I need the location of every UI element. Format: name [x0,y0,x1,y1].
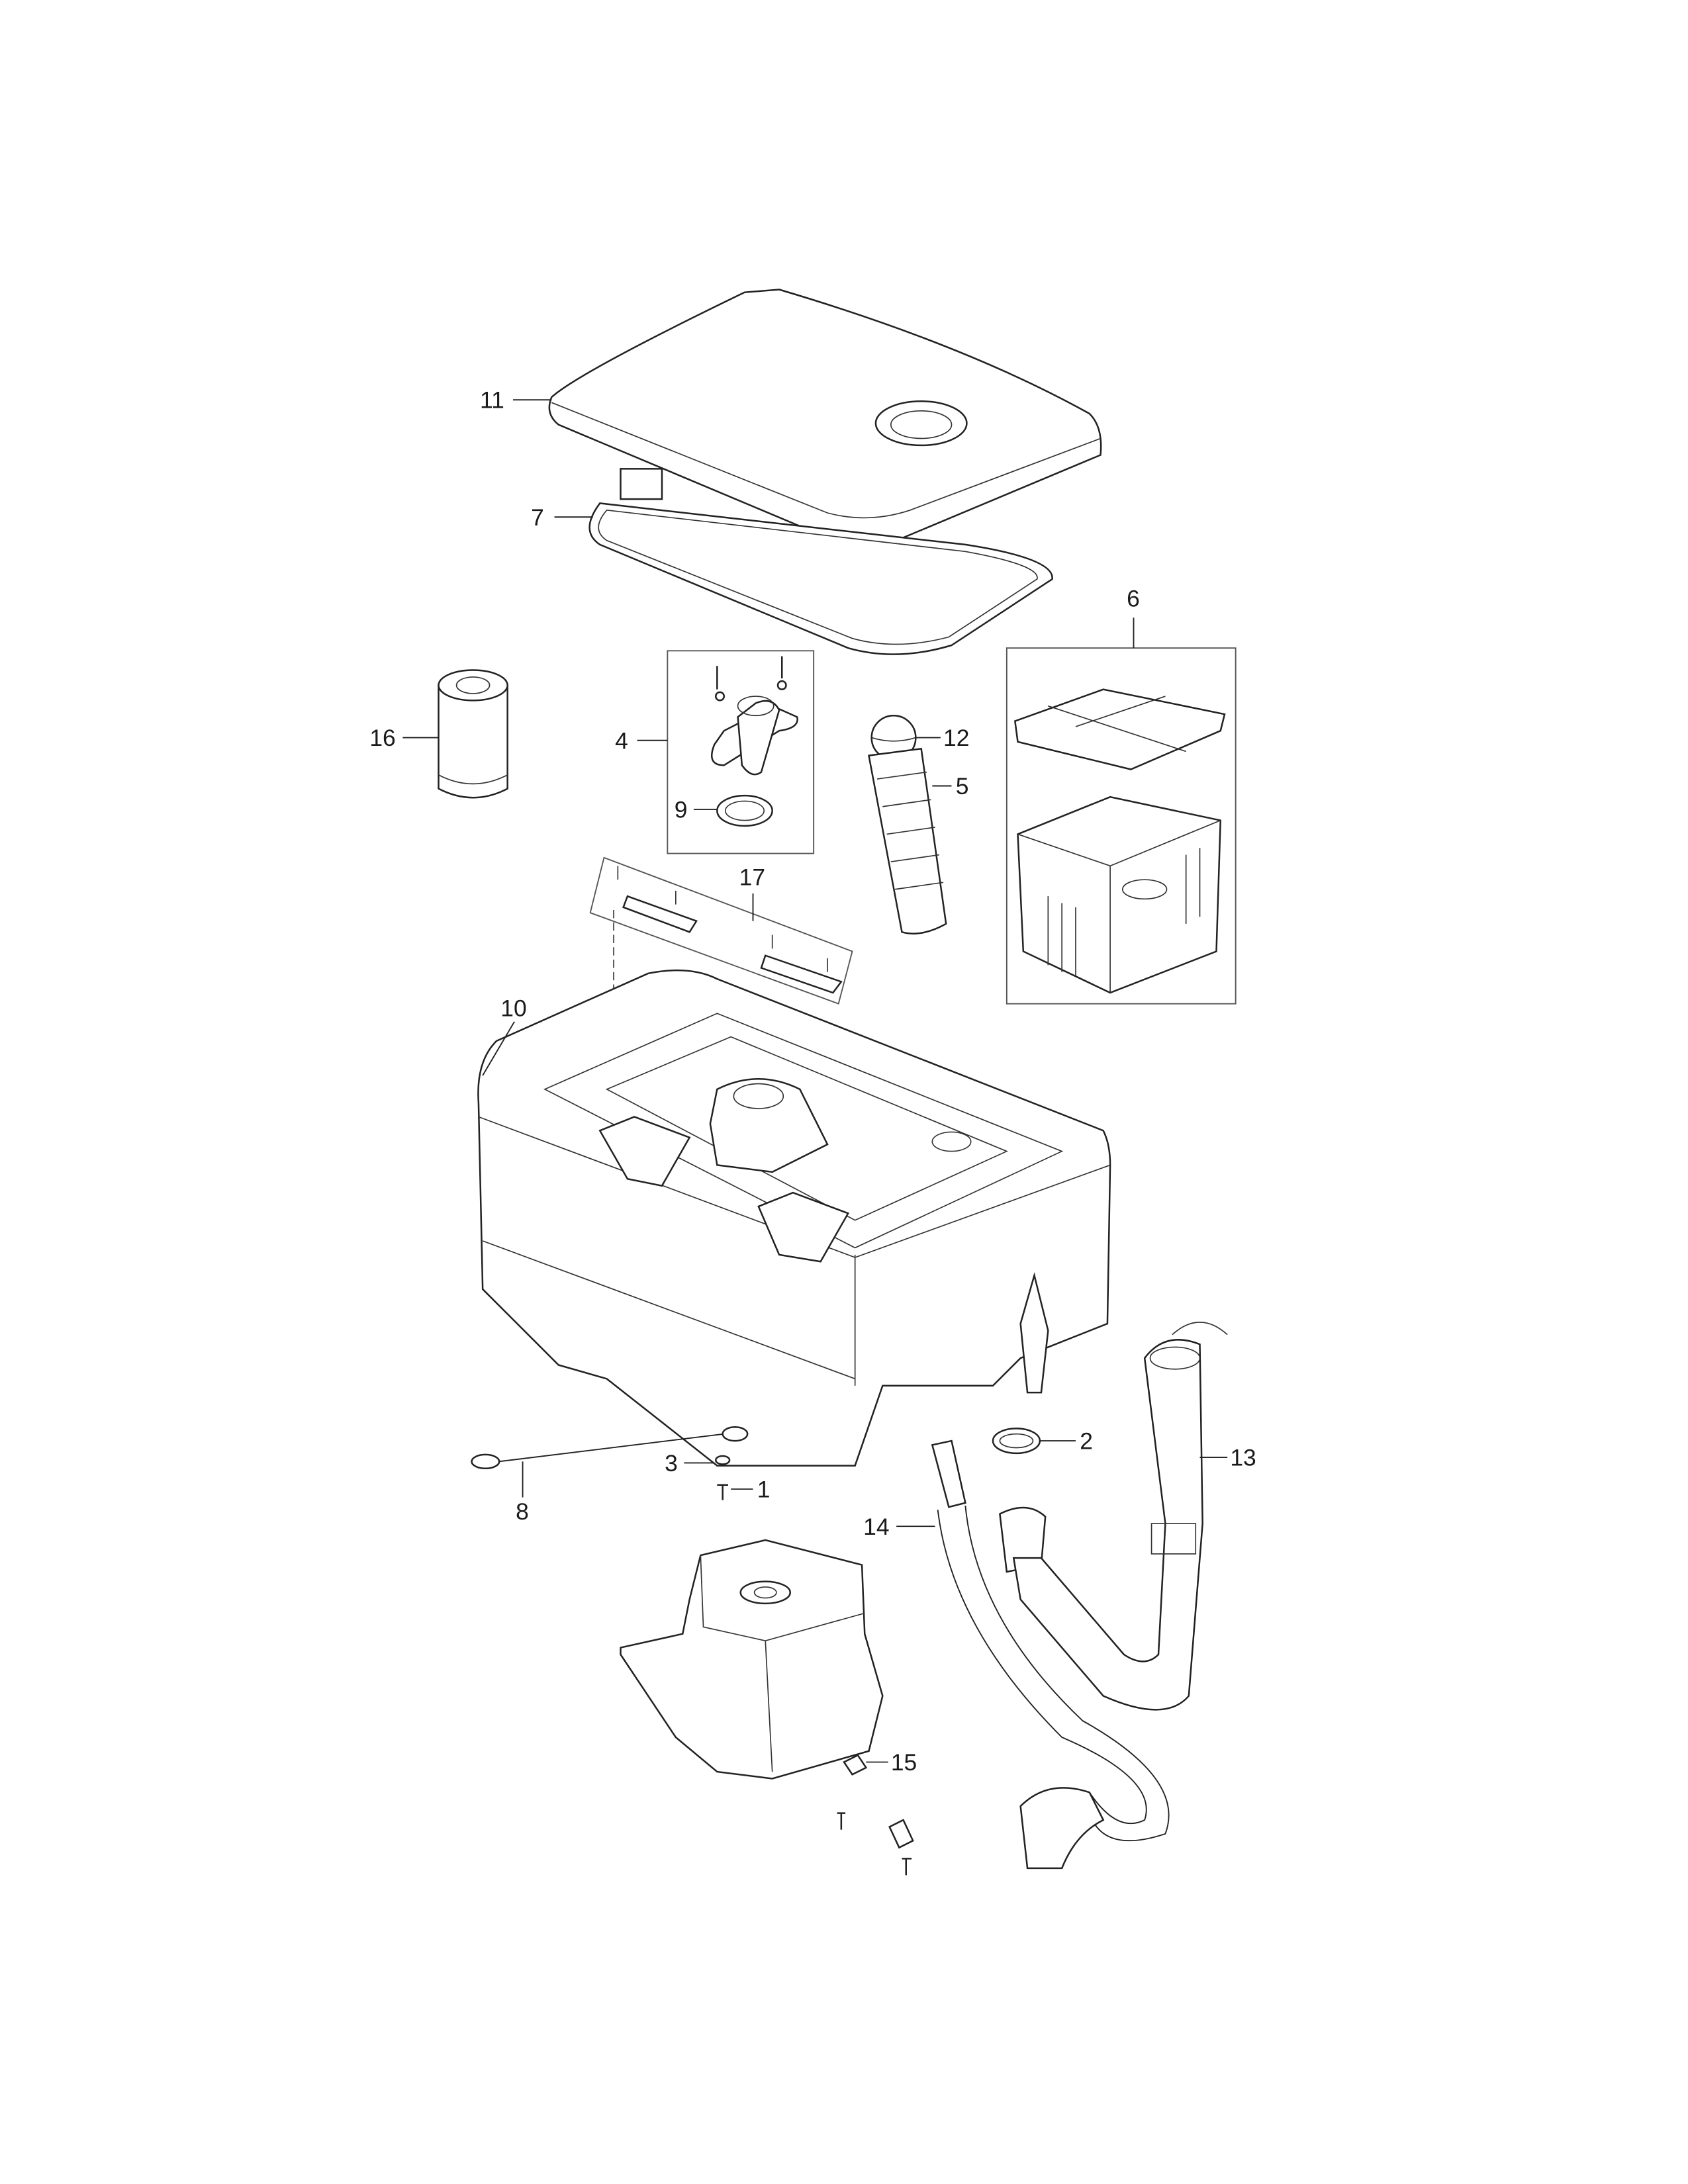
callout-3: 3 [665,1450,678,1477]
callout-4: 4 [615,727,628,754]
part-14-hose [931,1439,1170,1870]
part-2-clamp [992,1428,1041,1455]
part-8-cable [471,1426,749,1469]
callout-12: 12 [943,725,969,751]
part-4-outlet [711,656,798,776]
callout-6: 6 [1127,586,1140,612]
leader-lines [402,399,1228,1763]
part-17-bracket-kit [589,856,853,1117]
callout-1: 1 [757,1477,771,1503]
part-1-screw [717,1484,728,1500]
kit-box-4 [667,650,815,854]
callout-11: 11 [480,387,504,414]
part-9-ring [716,794,773,827]
callout-15: 15 [891,1749,917,1776]
callout-17: 17 [739,864,765,891]
part-10-tank [477,969,1111,1467]
part-3-washer [715,1455,731,1465]
callout-2: 2 [1080,1428,1093,1455]
callout-8: 8 [516,1498,529,1525]
callout-16: 16 [369,725,395,751]
callout-10: 10 [500,995,526,1021]
part-6-filter-box [1013,688,1226,994]
callout-14: 14 [863,1514,889,1540]
pump-unit [620,1539,884,1780]
callout-13: 13 [1230,1445,1256,1471]
part-16-cartridge [438,669,508,799]
callout-7: 7 [531,504,544,531]
part-5-float-basket [868,747,947,934]
kit-box-6 [1006,647,1237,1005]
part-13-hose [1012,1322,1228,1711]
callout-9: 9 [675,796,688,823]
callout-5: 5 [956,773,969,799]
part-7-gasket [588,502,1053,655]
part-15-clip-screws [837,1754,914,1876]
callouts: 11 7 6 16 4 12 5 9 17 10 2 13 3 1 8 14 1… [369,387,1256,1776]
